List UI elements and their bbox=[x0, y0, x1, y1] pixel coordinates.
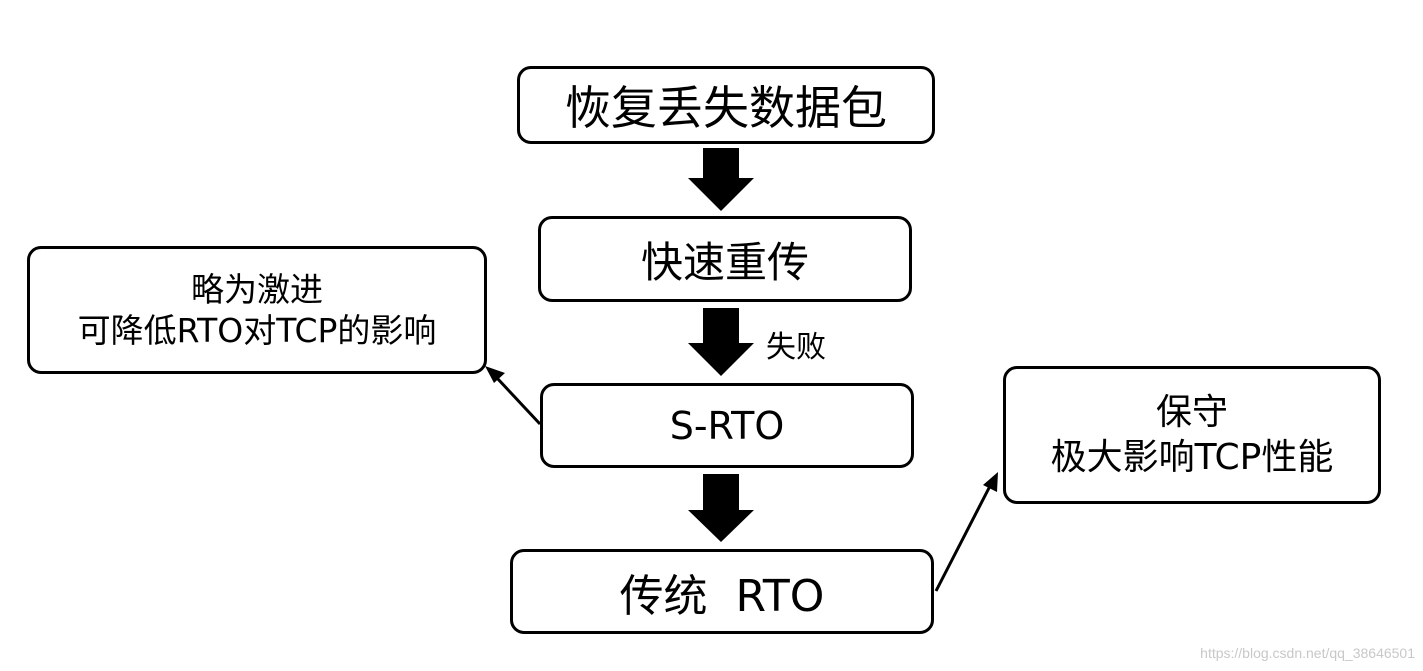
node-fast-retransmit-text: 快速重传 bbox=[640, 237, 809, 287]
note-aggressive-line1: 略为激进 bbox=[190, 269, 323, 309]
node-srto: S-RTO bbox=[540, 383, 914, 468]
down-arrow-3 bbox=[688, 474, 754, 542]
arrowhead-aggressive bbox=[485, 366, 505, 383]
note-conservative: 保守 极大影响TCP性能 bbox=[1003, 366, 1381, 504]
arrow-to-aggressive bbox=[495, 376, 542, 426]
node-srto-text: S-RTO bbox=[669, 403, 785, 448]
arrow-to-conservative bbox=[934, 485, 992, 592]
edge-label-failure: 失败 bbox=[766, 330, 826, 365]
node-traditional-rto-text: 传统 RTO bbox=[619, 570, 825, 622]
node-fast-retransmit: 快速重传 bbox=[538, 216, 912, 302]
node-recover-text: 恢复丢失数据包 bbox=[565, 81, 887, 135]
note-aggressive-line2: 可降低RTO对TCP的影响 bbox=[77, 311, 437, 350]
down-arrow-2 bbox=[688, 308, 754, 376]
arrowhead-conservative bbox=[983, 472, 998, 492]
down-arrow-1 bbox=[688, 148, 754, 211]
node-traditional-rto: 传统 RTO bbox=[510, 549, 934, 634]
note-aggressive: 略为激进 可降低RTO对TCP的影响 bbox=[27, 246, 487, 374]
watermark: https://blog.csdn.net/qq_38646501 bbox=[1200, 645, 1415, 661]
note-conservative-line1: 保守 bbox=[1155, 392, 1228, 433]
node-recover-lost-packet: 恢复丢失数据包 bbox=[517, 66, 935, 144]
note-conservative-line2: 极大影响TCP性能 bbox=[1050, 437, 1334, 478]
